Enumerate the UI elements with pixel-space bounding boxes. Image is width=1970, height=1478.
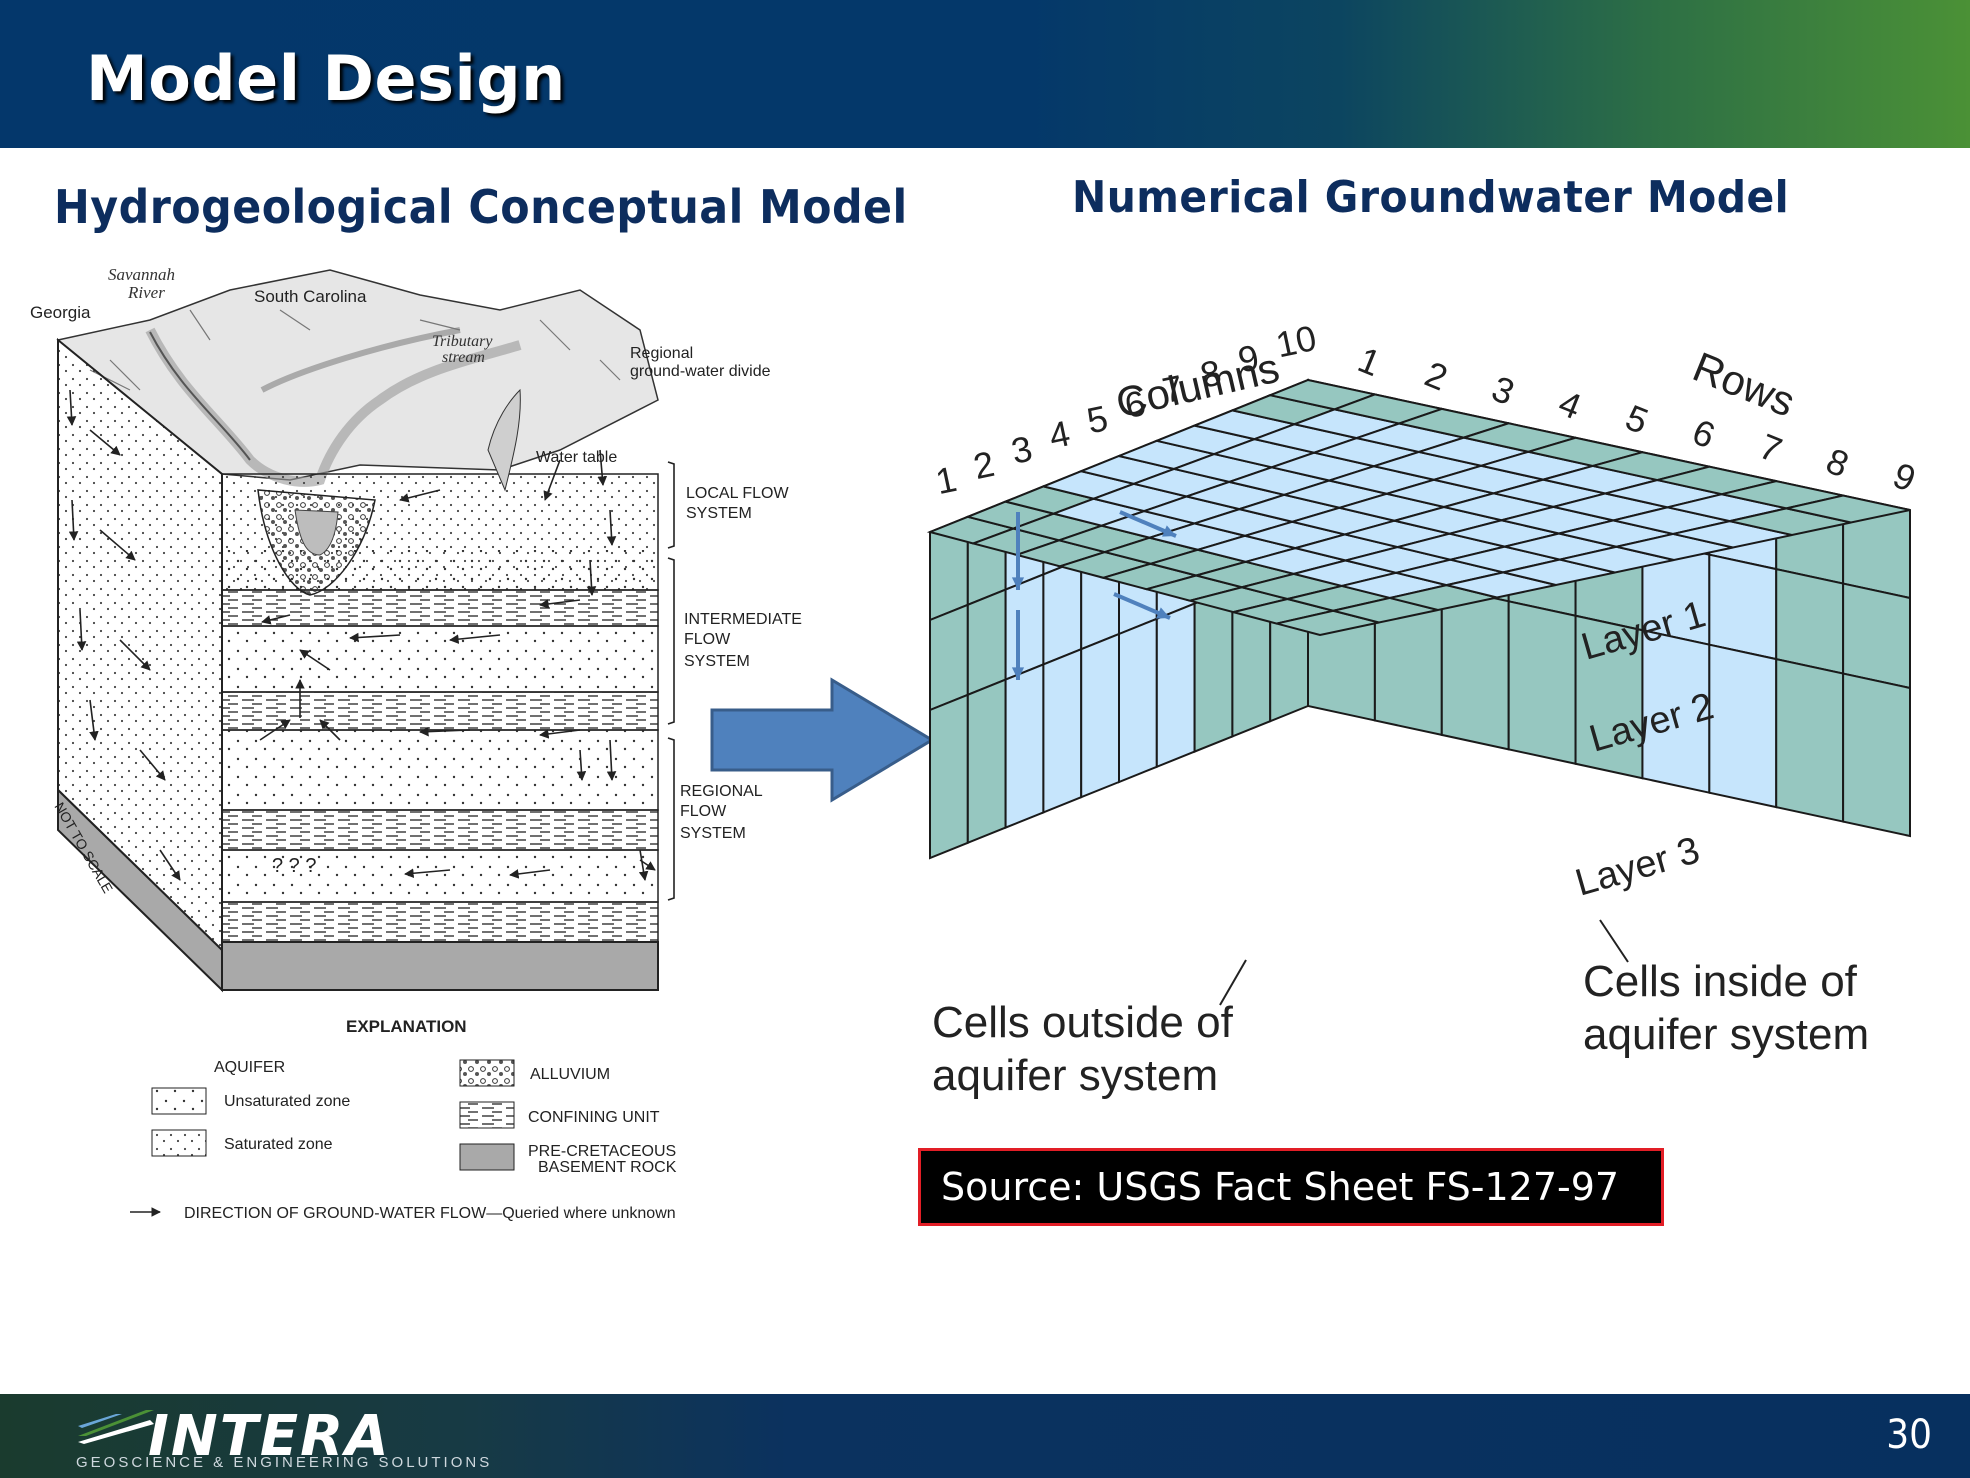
grid-cell-side bbox=[1042, 647, 1083, 814]
flow-arrow-icon bbox=[1011, 512, 1025, 590]
grid-cell-side bbox=[966, 588, 1007, 697]
grid-cell-side bbox=[1193, 586, 1234, 754]
numerical-model-title: Numerical Groundwater Model bbox=[1072, 172, 1790, 223]
grid-cell-top bbox=[1786, 494, 1911, 524]
intermediate-system-1: INTERMEDIATE bbox=[684, 611, 802, 628]
local-system-2: SYSTEM bbox=[686, 505, 752, 522]
stream-label: stream bbox=[442, 349, 485, 366]
intera-logo-text: INTERA bbox=[148, 1404, 391, 1469]
unsaturated-swatch bbox=[151, 1087, 207, 1115]
intermediate-system-2: FLOW bbox=[684, 631, 731, 648]
saturated-label: Saturated zone bbox=[224, 1136, 333, 1153]
cells-outside-line-2: aquifer system bbox=[932, 1051, 1218, 1100]
intera-tagline: GEOSCIENCE & ENGINEERING SOLUTIONS bbox=[76, 1454, 493, 1471]
row-number: 1 bbox=[1352, 339, 1386, 385]
grid-cell-side bbox=[1004, 572, 1045, 682]
grid-cell-front bbox=[1507, 600, 1577, 766]
row-number: 9 bbox=[1888, 454, 1922, 500]
grid-cell-side bbox=[1155, 602, 1196, 769]
grid-cell-side bbox=[1042, 557, 1083, 666]
alluvium-label: ALLUVIUM bbox=[530, 1066, 610, 1083]
grid-cell-front bbox=[1708, 553, 1778, 661]
row-number: 4 bbox=[1553, 382, 1587, 428]
source-citation: Source: USGS Fact Sheet FS-127-97 bbox=[918, 1148, 1664, 1226]
basement-label-2: BASEMENT ROCK bbox=[538, 1159, 677, 1176]
cells-inside-line-1: Cells inside of bbox=[1583, 957, 1858, 1006]
flow-arrow-icon bbox=[1011, 610, 1025, 680]
grid-cell-front bbox=[1775, 567, 1845, 675]
column-number: 4 bbox=[1045, 412, 1073, 456]
conceptual-model-title: Hydrogeological Conceptual Model bbox=[54, 180, 908, 234]
cells-outside-line-1: Cells outside of bbox=[932, 998, 1234, 1047]
tributary-label: Tributary bbox=[432, 333, 493, 350]
queried-marks: ? ? ? bbox=[272, 855, 316, 877]
grid-cell-side bbox=[1118, 617, 1158, 784]
river-label: River bbox=[127, 283, 165, 302]
grid-cell-side bbox=[1080, 632, 1120, 799]
grid-cell-front bbox=[1775, 657, 1845, 823]
column-number: 1 bbox=[932, 458, 960, 502]
grid-cell-side bbox=[929, 603, 969, 712]
grid-cell-side bbox=[1004, 662, 1045, 830]
flow-direction-label: DIRECTION OF GROUND-WATER FLOW—Queried w… bbox=[184, 1205, 676, 1222]
grid-cell-front bbox=[1842, 672, 1911, 838]
divide-label-2: ground-water divide bbox=[630, 363, 771, 380]
column-number: 5 bbox=[1083, 397, 1111, 441]
conceptual-model-diagram: ? ? ? Savannah River Georgia South Carol… bbox=[30, 265, 802, 1222]
slide-title: Model Design bbox=[86, 42, 566, 115]
savannah-label: Savannah bbox=[108, 265, 175, 284]
grid-cell-side bbox=[966, 678, 1007, 845]
aquifer-label: AQUIFER bbox=[214, 1059, 285, 1076]
row-number: 2 bbox=[1419, 353, 1453, 399]
local-system-1: LOCAL FLOW bbox=[686, 485, 789, 502]
row-number: 6 bbox=[1687, 411, 1721, 457]
divide-label-1: Regional bbox=[630, 345, 693, 362]
intermediate-system-3: SYSTEM bbox=[684, 653, 750, 670]
right-arrow-icon bbox=[710, 677, 935, 803]
regional-system-3: SYSTEM bbox=[680, 825, 746, 842]
layer-3-label: Layer 3 bbox=[1571, 829, 1704, 904]
intera-logo-icon bbox=[78, 1410, 154, 1444]
regional-system-2: FLOW bbox=[680, 803, 727, 820]
alluvium-swatch bbox=[459, 1059, 515, 1087]
column-number: 2 bbox=[970, 443, 998, 487]
grid-cell-front bbox=[1708, 643, 1778, 809]
basement-swatch bbox=[459, 1143, 515, 1171]
cells-inside-line-2: aquifer system bbox=[1583, 1010, 1869, 1059]
footer-bar bbox=[0, 1394, 1970, 1478]
georgia-label: Georgia bbox=[30, 303, 91, 322]
basement-label-1: PRE-CRETACEOUS bbox=[528, 1143, 676, 1160]
saturated-swatch bbox=[151, 1129, 207, 1157]
explanation-heading: EXPLANATION bbox=[346, 1017, 467, 1036]
water-table-label: Water table bbox=[536, 449, 617, 466]
page-number: 30 bbox=[1886, 1412, 1932, 1458]
column-number: 3 bbox=[1008, 428, 1036, 472]
regional-system-1: REGIONAL bbox=[680, 783, 763, 800]
grid-cell-side bbox=[929, 693, 969, 860]
grid-cell-front bbox=[1842, 582, 1911, 690]
flow-arrow-icon bbox=[1113, 592, 1171, 620]
row-number: 3 bbox=[1486, 368, 1520, 414]
confining-label: CONFINING UNIT bbox=[528, 1109, 660, 1126]
column-number: 10 bbox=[1272, 317, 1320, 365]
row-number: 8 bbox=[1821, 440, 1855, 486]
header-bar bbox=[0, 0, 1970, 148]
south-carolina-label: South Carolina bbox=[254, 287, 367, 306]
grid-cell-front bbox=[1440, 585, 1510, 751]
row-number: 5 bbox=[1620, 396, 1654, 442]
confining-swatch bbox=[459, 1101, 515, 1129]
row-number: 7 bbox=[1754, 425, 1788, 471]
unsaturated-label: Unsaturated zone bbox=[224, 1093, 350, 1110]
flow-arrow-icon bbox=[1119, 510, 1177, 538]
